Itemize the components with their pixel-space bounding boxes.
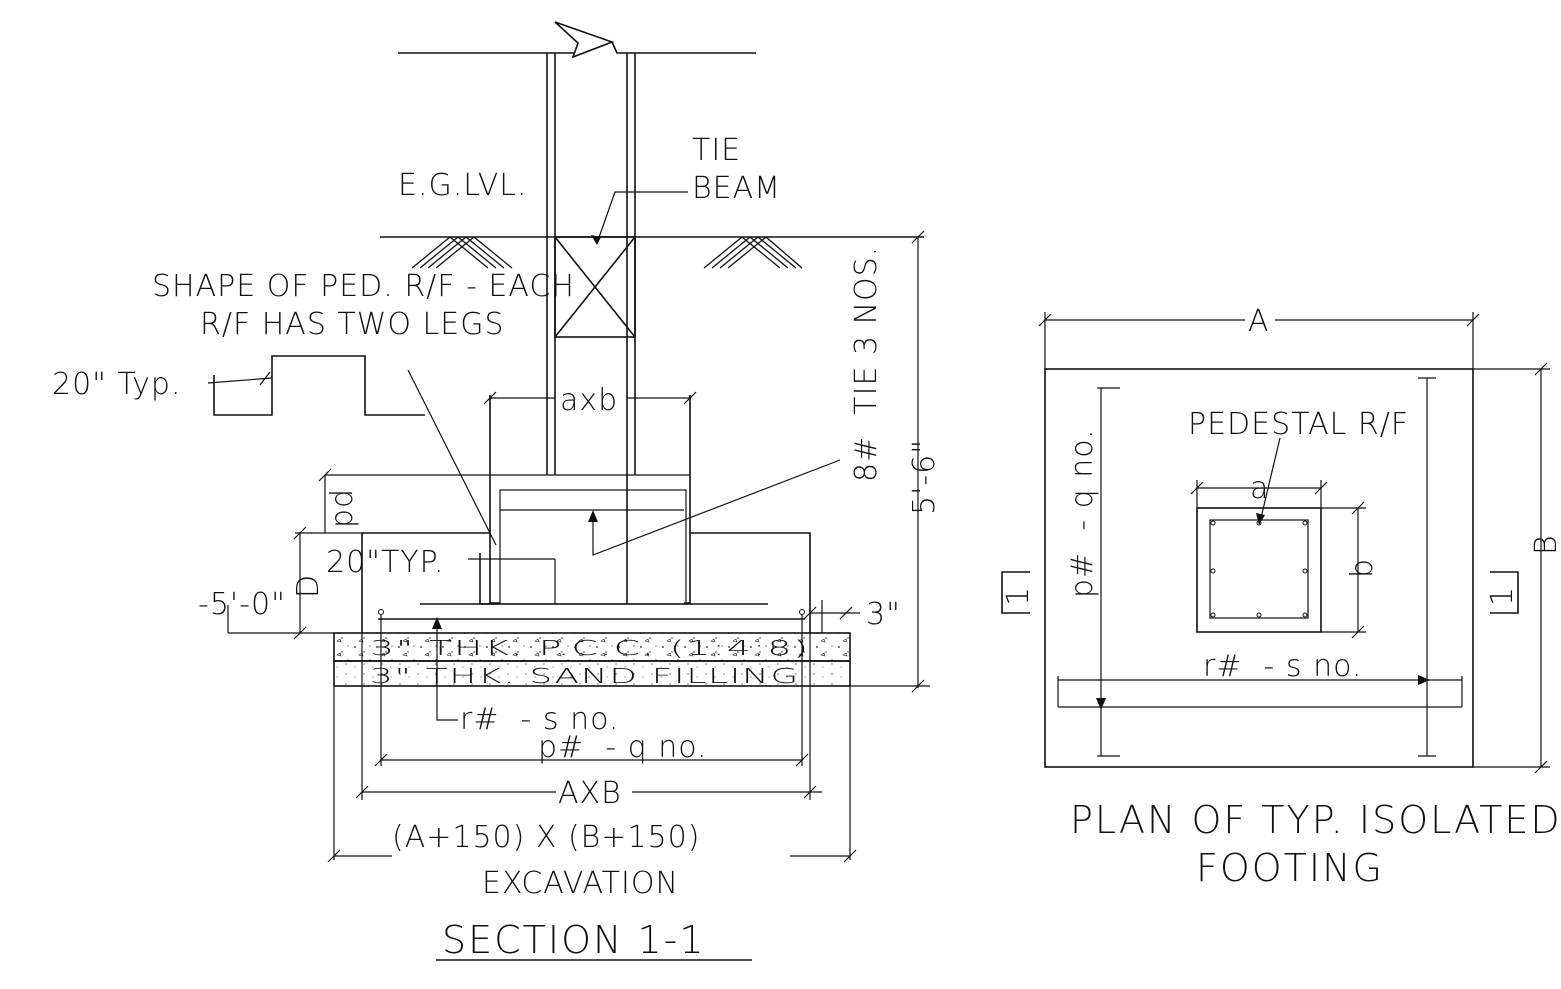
- section-mark-left-label: 1: [1001, 586, 1036, 606]
- shape-note-line2: R/F HAS TWO LEGS: [200, 307, 505, 342]
- typ-20-inner-label: 20"TYP.: [326, 545, 445, 580]
- footing: [361, 532, 811, 633]
- plan-isolated-footing: A B p# - q no. r# - s no. PEDESTAL R/F a…: [1001, 304, 1561, 890]
- ground-line: [380, 236, 924, 269]
- plan-dim-b-label: B: [1529, 534, 1561, 555]
- pedestal-rf-label: PEDESTAL R/F: [1188, 407, 1409, 442]
- sand-layer: [333, 660, 851, 687]
- ground-hatch-left: [411, 236, 513, 269]
- plan-title-line2: FOOTING: [1196, 846, 1384, 890]
- plan-dim-a-label: A: [1248, 304, 1270, 339]
- dim-bar-p: [374, 615, 809, 767]
- bar-r-leader: [436, 622, 458, 721]
- section-marker-right: [1490, 571, 1519, 614]
- ground-hatch-right: [703, 236, 803, 269]
- tie-leader: [592, 459, 841, 556]
- offset-3in-label: 3": [866, 597, 901, 632]
- pedestal-rf-leader: [1259, 437, 1281, 523]
- section-marker-left: [1001, 571, 1030, 614]
- plan-dim-b: [1473, 362, 1550, 774]
- plan-ped-b-label: b: [1345, 558, 1380, 578]
- dim-3in: [803, 600, 860, 633]
- section-1-1: E.G.LVL. TIE BEAM SHAPE OF PED. R/F - EA…: [52, 21, 942, 962]
- tie-label-line2: BEAM: [692, 171, 781, 206]
- typ-20-detail: [468, 553, 556, 605]
- footing-size-label: AXB: [558, 776, 622, 811]
- tie-label-line1: TIE: [692, 133, 741, 168]
- plan-ped-dims: [1190, 480, 1366, 639]
- dim-axb: [483, 391, 697, 405]
- typ-20-left-label: 20" Typ.: [52, 367, 182, 402]
- pedestal-size-label: axb: [560, 383, 618, 418]
- pcc-layer-label: 3" THK. P.C.C. (1:4:8): [370, 636, 810, 660]
- base-layers: [333, 632, 851, 860]
- plan-dim-a: [1038, 312, 1480, 369]
- excavation-size-label: (A+150) X (B+150): [392, 820, 700, 855]
- d-label: D: [291, 574, 326, 598]
- depth-5-6-label: 5'-6": [907, 439, 942, 515]
- section-mark-right-label: 1: [1485, 586, 1520, 606]
- plan-bar-p: [1096, 377, 1436, 757]
- dim-5-6: [850, 230, 930, 693]
- tie-beam-leader: [596, 191, 688, 244]
- tie-beam-arrow: [591, 235, 601, 245]
- plan-bar-r-label: r# - s no.: [1203, 649, 1362, 684]
- shape-note-line1: SHAPE OF PED. R/F - EACH: [152, 269, 575, 304]
- plan-pedestal: [1196, 507, 1322, 633]
- dim-excavation: [327, 849, 857, 863]
- plan-bar-r: [1057, 675, 1463, 708]
- plan-footing-outline: [1044, 368, 1474, 768]
- pd-label: pd: [325, 488, 360, 528]
- pedestal-rf-shape: [207, 355, 425, 416]
- eg-level-label: E.G.LVL.: [398, 168, 527, 203]
- plan-bar-p-label: p# - q no.: [1065, 428, 1100, 598]
- dim-axb-footing: [355, 633, 822, 800]
- column-break-line: [398, 21, 756, 59]
- bar-r-label: r# - s no.: [460, 702, 619, 737]
- bar-p-label: p# - q no.: [538, 730, 708, 765]
- plan-ped-a-label: a: [1250, 471, 1269, 506]
- dim-left-vertical: [227, 468, 362, 640]
- sand-layer-label: 3" THK. SAND FILLING: [370, 664, 800, 688]
- excavation-label: EXCAVATION: [482, 866, 679, 901]
- shape-leader: [407, 369, 497, 546]
- tie-count-label: 8# TIE 3 NOS.: [849, 246, 884, 482]
- depth-5-0-label: -5'-0": [198, 587, 286, 622]
- plan-title-line1: PLAN OF TYP. ISOLATED: [1070, 798, 1561, 842]
- section-title: SECTION 1-1: [442, 918, 706, 962]
